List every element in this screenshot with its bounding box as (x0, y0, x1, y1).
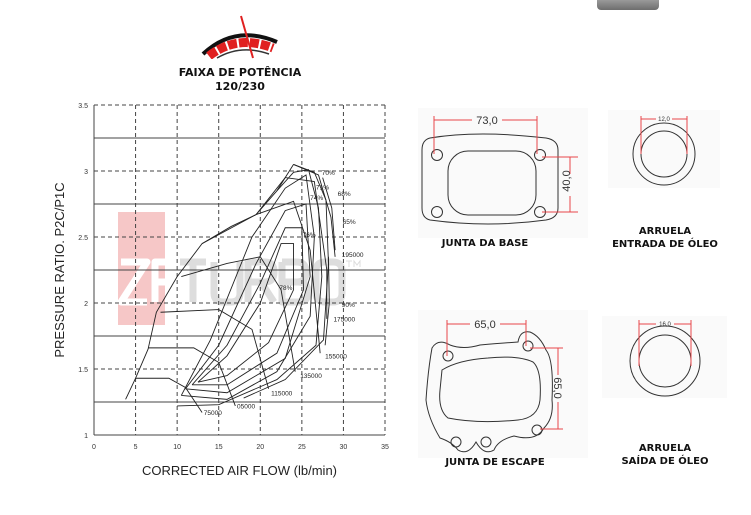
base-gasket-height: 40,0 (561, 170, 573, 191)
x-tick-label: 15 (215, 444, 223, 451)
y-axis-label: PRESSURE RATIO. P2C/P1C (52, 182, 67, 357)
oil-outlet-washer-panel: 16,0 (602, 316, 727, 398)
x-tick-label: 30 (340, 444, 348, 451)
oil-outlet-washer-drawing: 16,0 (629, 320, 701, 397)
speed-line-label: 75000 (204, 410, 222, 417)
x-tick-label: 5 (134, 444, 138, 451)
base-gasket-label: JUNTA DA BASE (441, 238, 529, 249)
efficiency-label: 71% (316, 184, 329, 191)
exhaust-gasket-panel: 65,0 65,0 (418, 310, 588, 458)
watermark-logo (180, 258, 206, 302)
washer-label-line1: ARRUELA (638, 443, 692, 454)
x-tick-label: 25 (298, 444, 306, 451)
power-range-value: 120/230 (215, 80, 265, 93)
watermark-logo (346, 259, 361, 267)
speed-line-label: 175000 (333, 316, 355, 323)
speed-line-label: 155000 (325, 353, 347, 360)
speed-line (148, 347, 236, 407)
oil-outlet-washer-diameter: 16,0 (659, 322, 671, 328)
efficiency-island (180, 174, 315, 400)
y-tick-label: 1.5 (78, 367, 88, 374)
oil-outlet-washer-label: ARRUELA SAÍDA DE ÓLEO (600, 442, 730, 468)
efficiency-label: 74% (310, 195, 323, 202)
y-tick-label: 3.5 (78, 103, 88, 110)
washer-label-line2: ENTRADA DE ÓLEO (612, 239, 718, 250)
exhaust-gasket-label: JUNTA DE ESCAPE (445, 457, 545, 468)
x-axis-label: CORRECTED AIR FLOW (lb/min) (142, 463, 337, 478)
x-tick-label: 10 (173, 444, 181, 451)
speed-line (160, 309, 270, 389)
speed-line-label: 135000 (300, 373, 322, 380)
product-photo-fragment (597, 0, 659, 10)
efficiency-island (177, 169, 323, 407)
oil-inlet-washer-panel: 12,0 (608, 110, 720, 188)
washer-label-line2: SAÍDA DE ÓLEO (621, 456, 709, 467)
efficiency-label: 90% (342, 302, 355, 309)
efficiency-island (324, 256, 330, 346)
y-tick-label: 2 (84, 301, 88, 308)
speed-line (201, 200, 321, 354)
exhaust-gasket-height: 65,0 (551, 377, 563, 398)
power-range-title: FAIXA DE POTÊNCIA (178, 66, 302, 79)
speed-line-label: 195000 (342, 252, 364, 259)
speed-line (181, 256, 296, 372)
efficiency-label: 68% (338, 191, 351, 198)
watermark-logo (244, 258, 278, 304)
oil-inlet-washer-label: ARRUELA ENTRADA DE ÓLEO (600, 225, 730, 251)
watermark-logo (312, 258, 346, 306)
base-gasket-drawing: 73,0 40,0 (421, 115, 578, 225)
speedometer-icon (201, 15, 278, 59)
efficiency-island (191, 227, 304, 386)
washer-label-line1: ARRUELA (638, 226, 692, 237)
efficiency-island (322, 177, 336, 251)
oil-inlet-washer-drawing: 12,0 (632, 116, 696, 186)
x-tick-label: 35 (381, 444, 389, 451)
y-tick-label: 3 (84, 169, 88, 176)
exhaust-gasket-drawing: 65,0 65,0 (425, 319, 563, 453)
base-gasket-panel: 73,0 40,0 (418, 108, 588, 238)
x-tick-label: 20 (256, 444, 264, 451)
speed-line (135, 377, 203, 413)
exhaust-gasket-width: 65,0 (474, 319, 495, 331)
oil-inlet-washer-diameter: 12,0 (658, 117, 670, 123)
watermark-logo (210, 262, 244, 306)
efficiency-label: 65% (343, 219, 356, 226)
surge-line (125, 164, 294, 400)
efficiency-island (197, 243, 294, 383)
speed-line-label: 115000 (271, 390, 293, 397)
speed-line-label: 05000 (237, 404, 255, 411)
watermark-logo (117, 258, 151, 306)
efficiency-label: 76% (303, 232, 316, 239)
x-tick-label: 0 (92, 444, 96, 451)
efficiency-label: 78% (279, 285, 292, 292)
y-tick-label: 1 (84, 433, 88, 440)
efficiency-island (185, 203, 311, 394)
y-tick-label: 2.5 (78, 235, 88, 242)
base-gasket-width: 73,0 (476, 115, 497, 127)
efficiency-label: 70% (322, 170, 335, 177)
